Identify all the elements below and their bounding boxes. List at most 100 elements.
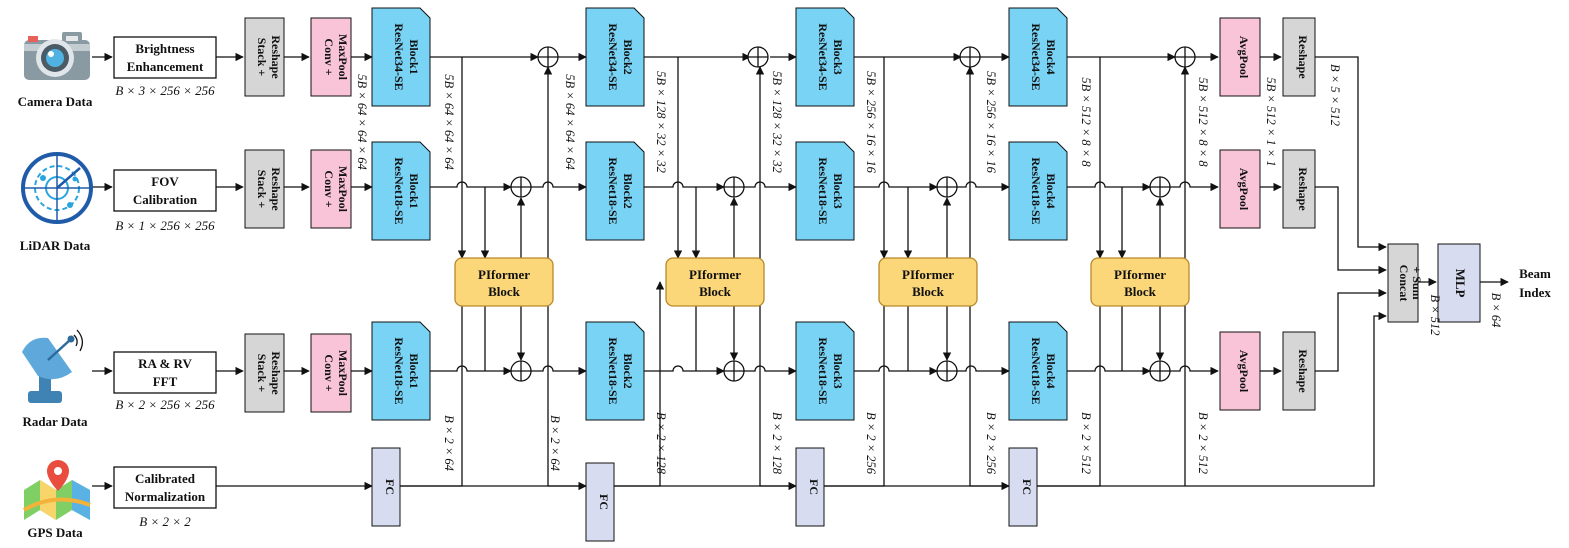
avgpool-label: AvgPool xyxy=(1237,168,1251,211)
stage1-fused-dim: 5B × 64 × 64 × 64 xyxy=(563,74,577,169)
reshape-block-1: Reshape xyxy=(1282,17,1316,97)
svg-text:MaxPool: MaxPool xyxy=(336,34,350,81)
svg-text:Calibration: Calibration xyxy=(133,192,198,207)
svg-text:Calibrated: Calibrated xyxy=(135,471,196,486)
fc-block-4: FC xyxy=(1008,447,1038,527)
piformer-label: PIformer xyxy=(1114,267,1166,282)
resnet-label: ResNet18-SE xyxy=(606,337,620,404)
sum-node xyxy=(1149,176,1171,198)
resnet-label: ResNet18-SE xyxy=(1029,337,1043,404)
sum-node xyxy=(1149,360,1171,382)
svg-text:+ Sum: + Sum xyxy=(1410,266,1424,299)
lidar-input-dim: B × 1 × 256 × 256 xyxy=(115,218,215,233)
resnet-label: Block2 xyxy=(621,39,635,74)
sum-node xyxy=(1174,46,1196,68)
stack-reshape-camera: Stack + Reshape xyxy=(244,17,285,97)
gps-data-label: GPS Data xyxy=(27,525,83,540)
gps-fc2-dim: B × 2 × 128 xyxy=(654,412,668,475)
svg-text:Reshape: Reshape xyxy=(269,351,283,395)
resnet-label: ResNet18-SE xyxy=(1029,157,1043,224)
stage3-out-dim: 5B × 256 × 16 × 16 xyxy=(864,71,878,173)
stage2-out-dim: 5B × 128 × 32 × 32 xyxy=(654,71,668,173)
gps-fc1-in-dim: B × 2 × 64 xyxy=(548,415,562,471)
lidar-icon xyxy=(21,152,93,224)
stage1-out-dim: 5B × 64 × 64 × 64 xyxy=(442,74,456,169)
sum-node xyxy=(510,360,532,382)
resnet-label: Block4 xyxy=(1044,353,1058,388)
sum-node xyxy=(959,46,981,68)
stage2-fused-dim: 5B × 128 × 32 × 32 xyxy=(770,71,784,173)
pool-out-dim: 5B × 512 × 1 × 1 xyxy=(1264,77,1278,166)
sum-nodes xyxy=(510,46,1196,382)
stack-reshape-lidar: Stack + Reshape xyxy=(244,149,285,229)
resnet-label: ResNet34-SE xyxy=(392,23,406,90)
resnet-label: Block1 xyxy=(407,353,421,388)
svg-text:Stack +: Stack + xyxy=(255,170,269,209)
radar-input-dim: B × 2 × 256 × 256 xyxy=(115,397,215,412)
svg-text:Reshape: Reshape xyxy=(269,167,283,211)
svg-text:Conv +: Conv + xyxy=(322,354,336,391)
resnet-label: Block3 xyxy=(831,173,845,208)
avgpool-block-2: AvgPool xyxy=(1219,149,1261,229)
conv-maxpool-radar: Conv + MaxPool xyxy=(310,333,352,413)
sum-node xyxy=(936,360,958,382)
piformer-label: Block xyxy=(699,284,732,299)
conv-maxpool-lidar: Conv + MaxPool xyxy=(310,149,352,229)
conv-maxpool-camera: Conv + MaxPool xyxy=(310,17,352,97)
resnet-label: Block4 xyxy=(1044,173,1058,208)
resnet-label: ResNet34-SE xyxy=(816,23,830,90)
svg-text:Conv +: Conv + xyxy=(322,170,336,207)
dimension-labels: 5B × 64 × 64 × 64 5B × 64 × 64 × 64 5B × 6… xyxy=(355,64,1503,475)
concat-sum-block: Concat + Sum xyxy=(1387,243,1424,323)
resnet-label: Block3 xyxy=(831,39,845,74)
sum-node xyxy=(747,46,769,68)
reshape-block-3: Reshape xyxy=(1282,331,1316,411)
fc-label: FC xyxy=(383,479,397,495)
svg-text:Stack +: Stack + xyxy=(255,38,269,77)
svg-text:Concat: Concat xyxy=(1397,265,1411,302)
svg-text:Reshape: Reshape xyxy=(269,35,283,79)
gps-input-dim: B × 2 × 2 xyxy=(139,514,191,529)
stack-reshape-radar: Stack + Reshape xyxy=(244,333,285,413)
fc-label: FC xyxy=(1020,479,1034,495)
svg-text:MLP: MLP xyxy=(1453,269,1468,298)
fc-label: FC xyxy=(807,479,821,495)
gps-fc3-in-dim: B × 2 × 256 xyxy=(984,412,998,475)
svg-text:Brightness: Brightness xyxy=(135,41,194,56)
reshape-label: Reshape xyxy=(1296,35,1310,79)
gps-fc1-dim: B × 2 × 64 xyxy=(442,415,456,471)
reshape-label: Reshape xyxy=(1296,167,1310,211)
gps-fc2-in-dim: B × 2 × 128 xyxy=(770,412,784,475)
concat-out-dim: B × 512 xyxy=(1428,294,1442,335)
avgpool-label: AvgPool xyxy=(1237,36,1251,79)
fc-block-1: FC xyxy=(371,447,401,527)
resnet-label: ResNet18-SE xyxy=(816,157,830,224)
piformer-blocks: PIformerBlockPIformerBlockPIformerBlockP… xyxy=(454,257,1190,307)
piformer-label: Block xyxy=(912,284,945,299)
resnet-label: ResNet18-SE xyxy=(392,337,406,404)
conv-out-dim: 5B × 64 × 64 × 64 xyxy=(355,74,369,169)
gps-fc3-dim: B × 2 × 256 xyxy=(864,412,878,475)
camera-icon xyxy=(24,32,90,80)
svg-text:FOV: FOV xyxy=(151,174,179,189)
svg-text:MaxPool: MaxPool xyxy=(336,166,350,213)
mlp-out-dim: B × 64 xyxy=(1489,293,1503,328)
gps-fc4-dim: B × 2 × 512 xyxy=(1079,412,1093,474)
svg-text:Normalization: Normalization xyxy=(125,489,206,504)
avgpool-block-1: AvgPool xyxy=(1219,17,1261,97)
sum-node xyxy=(936,176,958,198)
svg-text:MaxPool: MaxPool xyxy=(336,350,350,397)
piformer-label: PIformer xyxy=(902,267,954,282)
stage4-out-dim: 5B × 512 × 8 × 8 xyxy=(1079,77,1093,167)
stage4-fused-dim: 5B × 512 × 8 × 8 xyxy=(1196,77,1210,167)
sum-node xyxy=(510,176,532,198)
svg-text:FFT: FFT xyxy=(153,374,178,389)
